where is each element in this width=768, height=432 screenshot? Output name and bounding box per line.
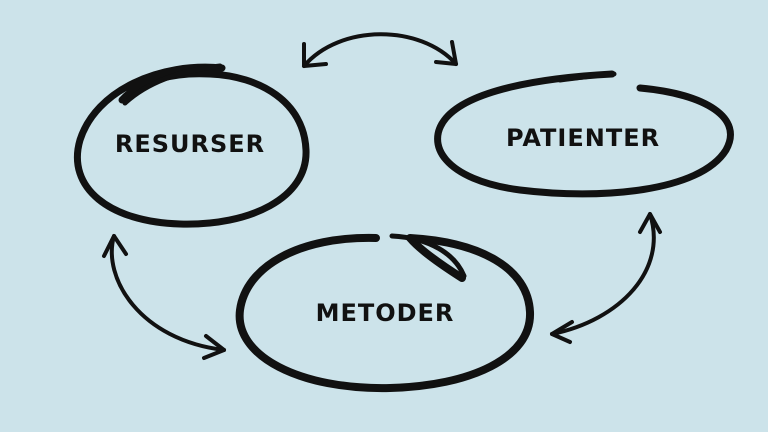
arrow-resurser-patienter: [302, 32, 458, 68]
node-patienter-ellipse-overdraw: [557, 71, 617, 83]
arrow-resurser-patienter-head-right: [434, 40, 458, 66]
arrow-patienter-metoder-head-bottom: [550, 320, 574, 344]
arrow-resurser-metoder-line: [109, 234, 226, 352]
node-resurser: RESURSER: [73, 63, 310, 228]
node-patienter-label: PATIENTER: [506, 124, 660, 152]
node-metoder-ellipse-overdraw: [389, 233, 467, 279]
arrow-patienter-metoder-head-top: [638, 212, 662, 234]
node-metoder: METODER: [235, 233, 535, 393]
arrow-patienter-metoder: [550, 212, 662, 344]
arrow-resurser-metoder: [102, 234, 226, 360]
node-metoder-label: METODER: [316, 299, 455, 327]
node-resurser-label: RESURSER: [115, 130, 265, 158]
arrow-resurser-metoder-head-bottom: [202, 334, 226, 360]
arrow-resurser-patienter-head-left: [302, 42, 328, 68]
arrow-resurser-metoder-head-top: [102, 234, 128, 258]
node-patienter-ellipse: [434, 70, 734, 198]
arrow-patienter-metoder-line: [550, 212, 656, 336]
node-resurser-ellipse: [73, 63, 310, 228]
node-resurser-ellipse-overdraw: [122, 63, 223, 106]
arrow-resurser-patienter-line: [302, 32, 458, 68]
node-patienter: PATIENTER: [434, 70, 734, 198]
